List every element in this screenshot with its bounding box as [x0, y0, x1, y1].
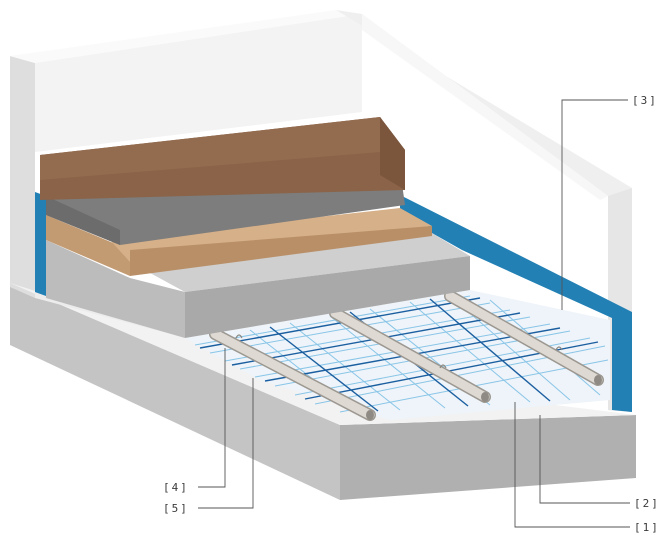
pipe-1 — [209, 328, 376, 421]
callout-label-1: [1] — [634, 521, 660, 534]
heating-pipes — [209, 290, 604, 421]
callout-label-3: [3] — [632, 94, 658, 107]
callout-label-2: [2] — [634, 497, 660, 510]
pipe-3 — [444, 290, 604, 386]
edge-membrane-left — [35, 192, 46, 296]
wood-layer — [46, 208, 432, 276]
edge-membrane — [400, 195, 632, 412]
leader-lines — [198, 99, 630, 528]
callout-label-5: [5] — [163, 502, 189, 515]
screed-layer — [46, 232, 470, 338]
pipe-2 — [329, 307, 491, 403]
callout-label-4: [4] — [163, 481, 189, 494]
base-slab — [10, 283, 636, 500]
brown-board-layer — [40, 117, 405, 200]
left-wall — [10, 10, 362, 298]
